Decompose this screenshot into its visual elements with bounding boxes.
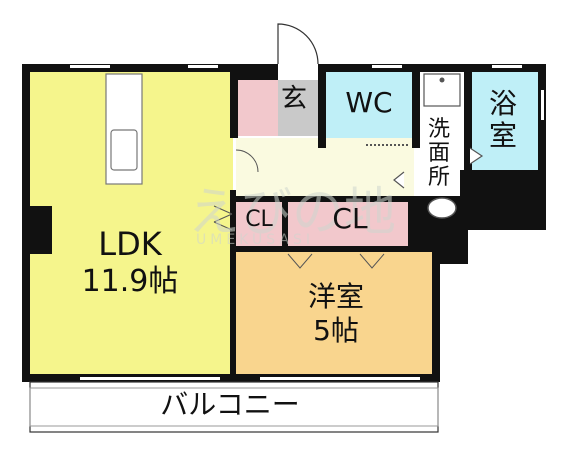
watermark: えびの地 <box>188 183 397 243</box>
balcony-area <box>29 381 439 433</box>
closet-large-label: CL <box>332 202 368 235</box>
wc-label: WC <box>345 86 393 119</box>
ldk-name: LDK <box>98 225 162 263</box>
sink-icon <box>110 129 138 171</box>
western-room-name: 洋室 <box>307 280 364 313</box>
bath-area <box>470 70 538 170</box>
bath-label: 浴室 <box>488 87 517 153</box>
closet-small-area <box>236 200 282 246</box>
ldk-size: 11.9帖 <box>81 264 179 299</box>
entrance-step <box>278 80 319 136</box>
western-room-area <box>236 252 436 374</box>
balcony-label: バルコニー <box>160 388 300 421</box>
entrance-label: 玄 <box>280 84 307 114</box>
wash-basin-icon <box>427 197 457 219</box>
watermark-subtext: UMEKUSASI <box>196 232 314 248</box>
entry-door-swing <box>277 23 319 65</box>
wc-area <box>324 70 412 145</box>
closet-small-label: CL <box>245 207 273 232</box>
closet-large-area <box>288 200 408 246</box>
drain-icon <box>439 77 445 83</box>
washroom-label: 洗面所 <box>427 117 450 191</box>
western-room-size: 5帖 <box>313 314 359 347</box>
